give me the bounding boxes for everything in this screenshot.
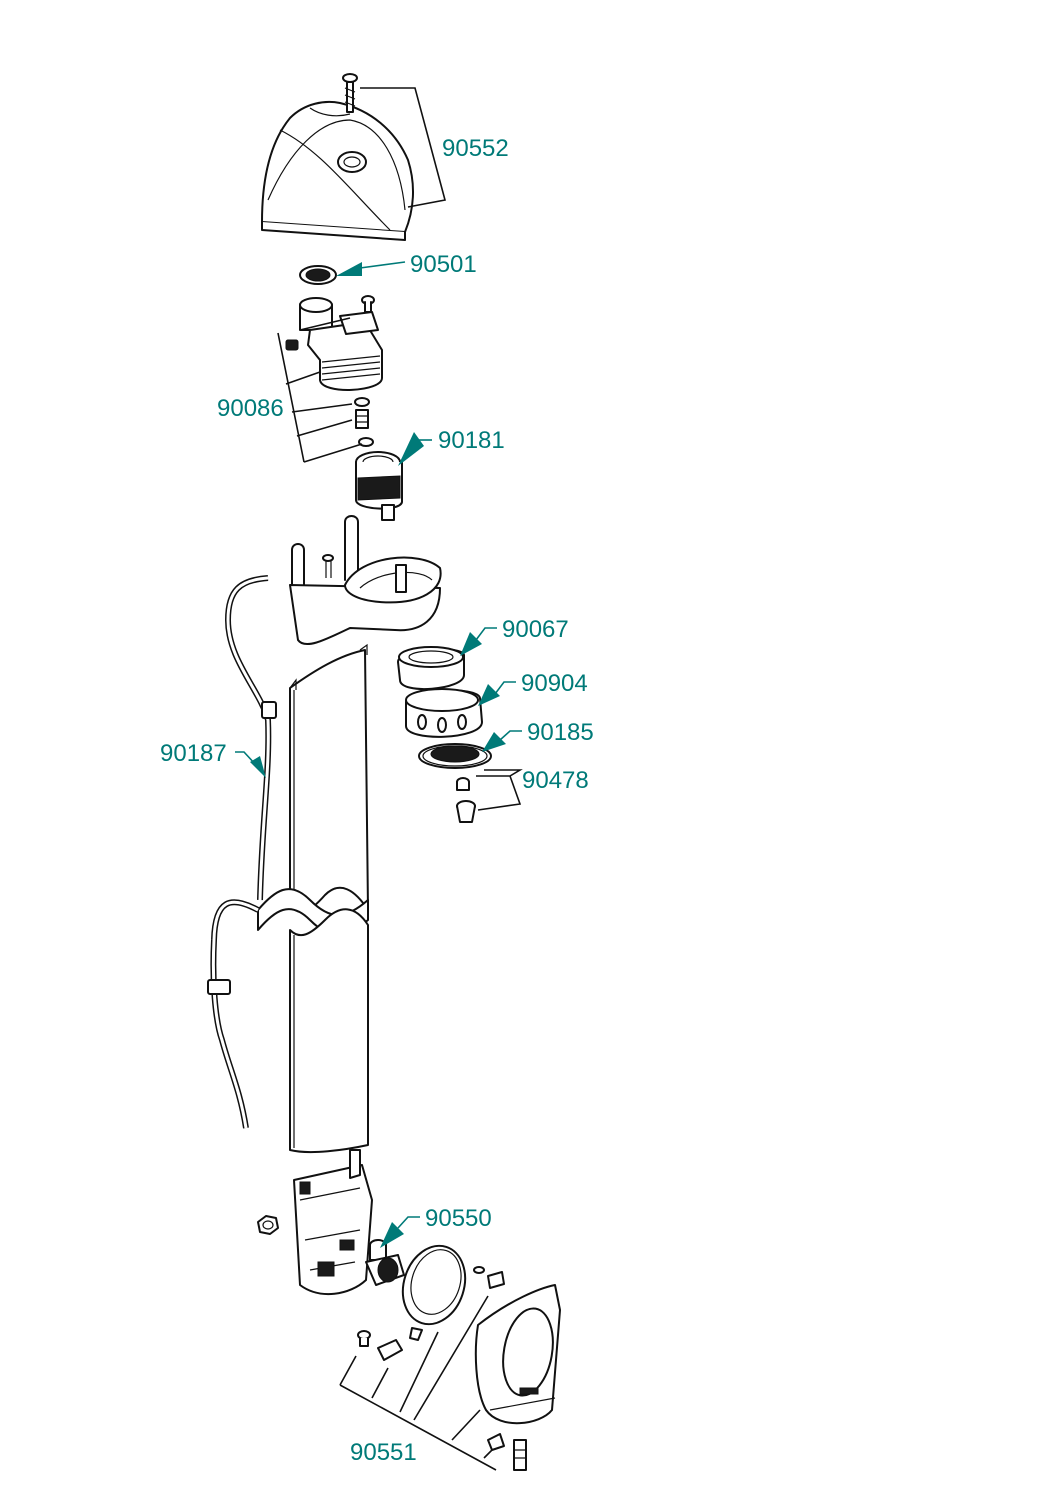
screw-top — [342, 73, 358, 113]
label-90550: 90550 — [425, 1205, 492, 1232]
nozzle-part — [456, 777, 476, 823]
label-90067: 90067 — [502, 616, 569, 643]
thermostatic-cartridge-part — [355, 451, 403, 521]
leader-90550 — [397, 1216, 420, 1229]
ring-part — [397, 646, 465, 691]
top-cover-part — [261, 100, 415, 241]
leader-90086 — [277, 317, 363, 463]
leader-90552 — [360, 87, 446, 208]
hex-nut-part — [257, 1215, 279, 1235]
spray-disc-part — [418, 743, 492, 769]
valve-body-part — [285, 295, 383, 391]
leader-90067 — [475, 627, 497, 641]
leader-90478 — [476, 769, 523, 811]
cartridge-small-part — [354, 397, 374, 447]
mixer-valve-part — [365, 1239, 405, 1286]
small-screw-part — [357, 1330, 371, 1347]
riser-bar-lower-part — [289, 908, 369, 1154]
label-90904: 90904 — [521, 670, 588, 697]
leader-90187 — [235, 751, 257, 766]
washer-part — [299, 265, 337, 285]
label-90181: 90181 — [438, 427, 505, 454]
head-bracket-part — [289, 515, 442, 646]
label-90552: 90552 — [442, 135, 509, 162]
hose-part — [207, 575, 277, 1129]
small-knob-right — [473, 1266, 505, 1289]
label-90551: 90551 — [350, 1439, 417, 1466]
clip-part — [377, 1339, 403, 1361]
leader-90904 — [494, 681, 516, 695]
spray-face-part — [405, 688, 483, 738]
riser-bar-upper-part — [289, 643, 369, 914]
label-90501: 90501 — [410, 251, 477, 278]
front-cover-part — [474, 1284, 561, 1425]
label-90086: 90086 — [217, 395, 284, 422]
label-90478: 90478 — [522, 767, 589, 794]
control-dial-part — [401, 1244, 467, 1341]
label-90185: 90185 — [527, 719, 594, 746]
leader-90501 — [359, 261, 406, 269]
label-90187: 90187 — [160, 740, 227, 767]
connector-part — [487, 1433, 527, 1471]
leader-90185 — [499, 730, 522, 741]
wall-bracket-part — [293, 1149, 373, 1296]
leader-90551 — [339, 1295, 497, 1471]
